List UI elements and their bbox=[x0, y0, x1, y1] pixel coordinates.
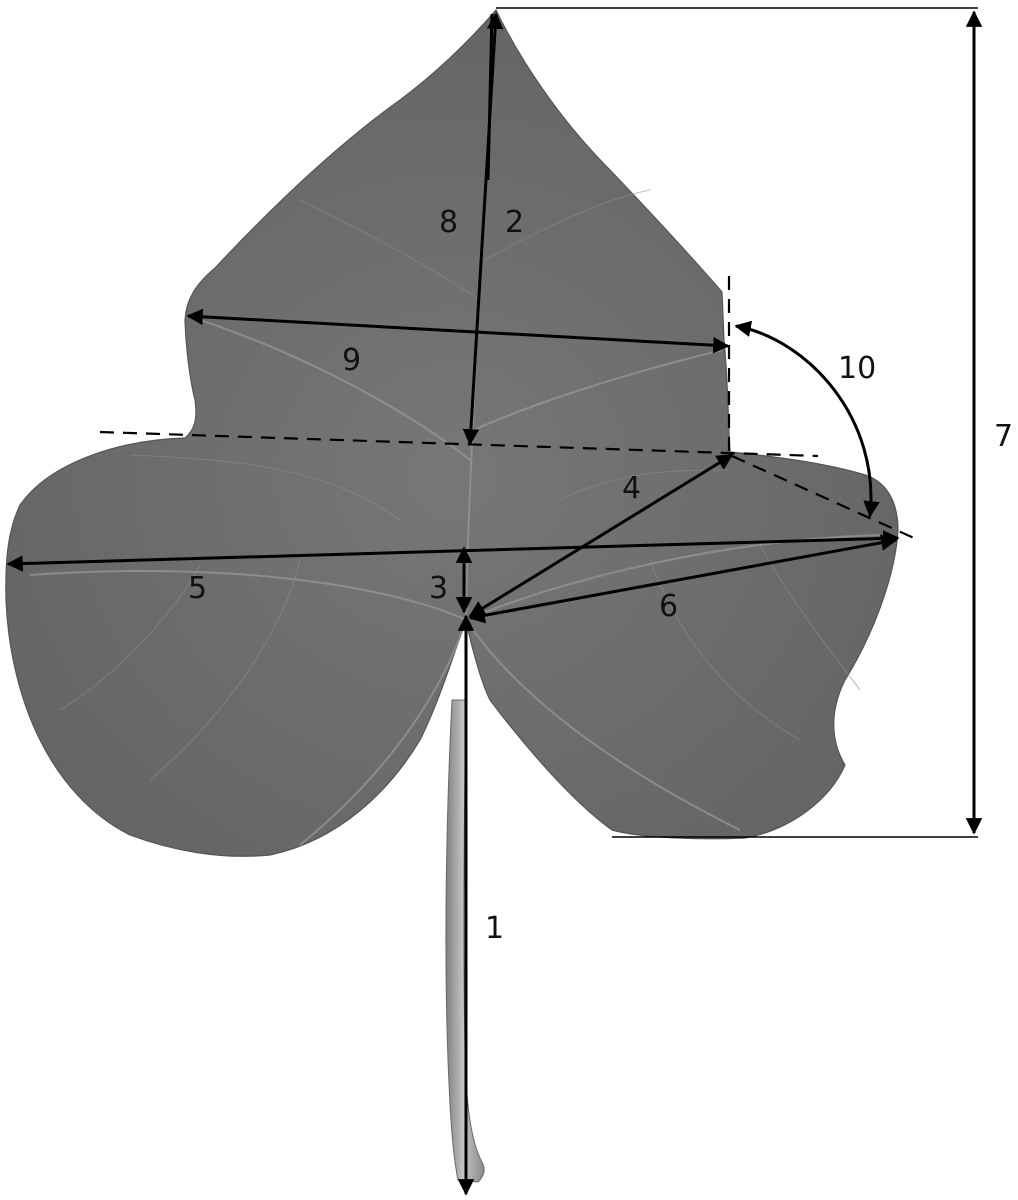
measurement-8-arrow bbox=[486, 13, 494, 181]
label-7: 7 bbox=[994, 419, 1013, 454]
measurement-labels: 1 2 3 4 5 6 7 8 9 10 bbox=[188, 205, 1013, 946]
label-10: 10 bbox=[838, 351, 876, 386]
measurement-7 bbox=[496, 7, 983, 838]
label-8: 8 bbox=[439, 205, 458, 240]
measurement-6-arrow bbox=[468, 534, 898, 624]
label-3: 3 bbox=[429, 571, 448, 606]
label-6: 6 bbox=[659, 589, 678, 624]
label-2: 2 bbox=[505, 205, 524, 240]
sinus-baseline bbox=[99, 430, 819, 458]
measurement-10-arc bbox=[734, 320, 880, 518]
label-9: 9 bbox=[342, 343, 361, 378]
label-5: 5 bbox=[188, 571, 207, 606]
label-4: 4 bbox=[622, 471, 641, 506]
measurement-9-arrow bbox=[186, 308, 730, 354]
label-1: 1 bbox=[485, 911, 504, 946]
